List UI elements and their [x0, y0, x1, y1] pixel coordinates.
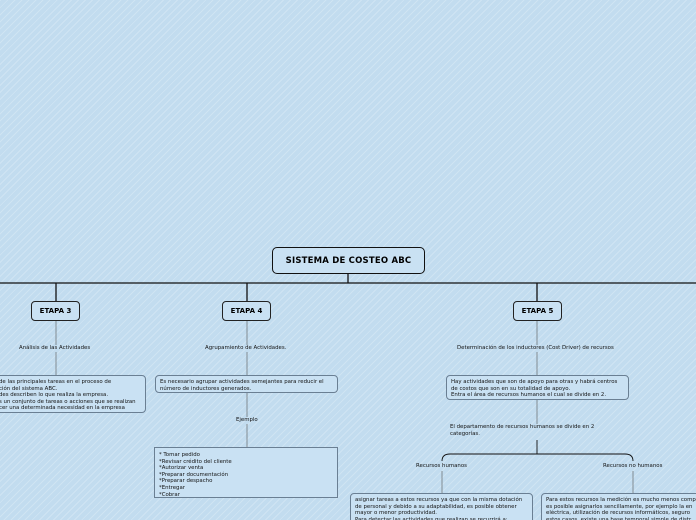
categories-branch-line — [441, 453, 634, 462]
etapa-4-subtitle: Agrupamiento de Actividades. — [205, 345, 287, 351]
etapa-3-subtitle: Análisis de las Actividades — [19, 345, 91, 351]
recursos-no-humanos-detail-box: Para estos recursos la medición es mucho… — [541, 493, 696, 520]
etapa-5-subtitle: Determinación de los inductores (Cost Dr… — [457, 345, 614, 351]
etapa-5-detail-box: Hay actividades que son de apoyo para ot… — [446, 375, 629, 400]
etapa-4-detail-box: Es necesario agrupar actividades semejan… — [155, 375, 338, 393]
recursos-humanos-detail-box: asignar tareas a estos recursos ya que c… — [350, 493, 533, 520]
etapa-4-example-box: * Tomar pedido *Revisar crédito del clie… — [154, 447, 338, 498]
root-node[interactable]: SISTEMA DE COSTEO ABC — [272, 247, 425, 274]
category-label-recursos-humanos[interactable]: Recursos humanos — [416, 463, 467, 469]
category-label-recursos-no-humanos[interactable]: Recursos no humanos — [603, 463, 663, 469]
etapa-5-division-text: El departamento de recursos humanos se d… — [450, 424, 595, 437]
stage-node-etapa-5[interactable]: ETAPA 5 — [513, 301, 562, 321]
etapa-4-example-label: Ejemplo — [236, 417, 258, 423]
stage-node-etapa-3[interactable]: ETAPA 3 — [31, 301, 80, 321]
stage-node-etapa-4[interactable]: ETAPA 4 — [222, 301, 271, 321]
etapa-3-detail-box: de las principales tareas en el proceso … — [0, 375, 146, 413]
